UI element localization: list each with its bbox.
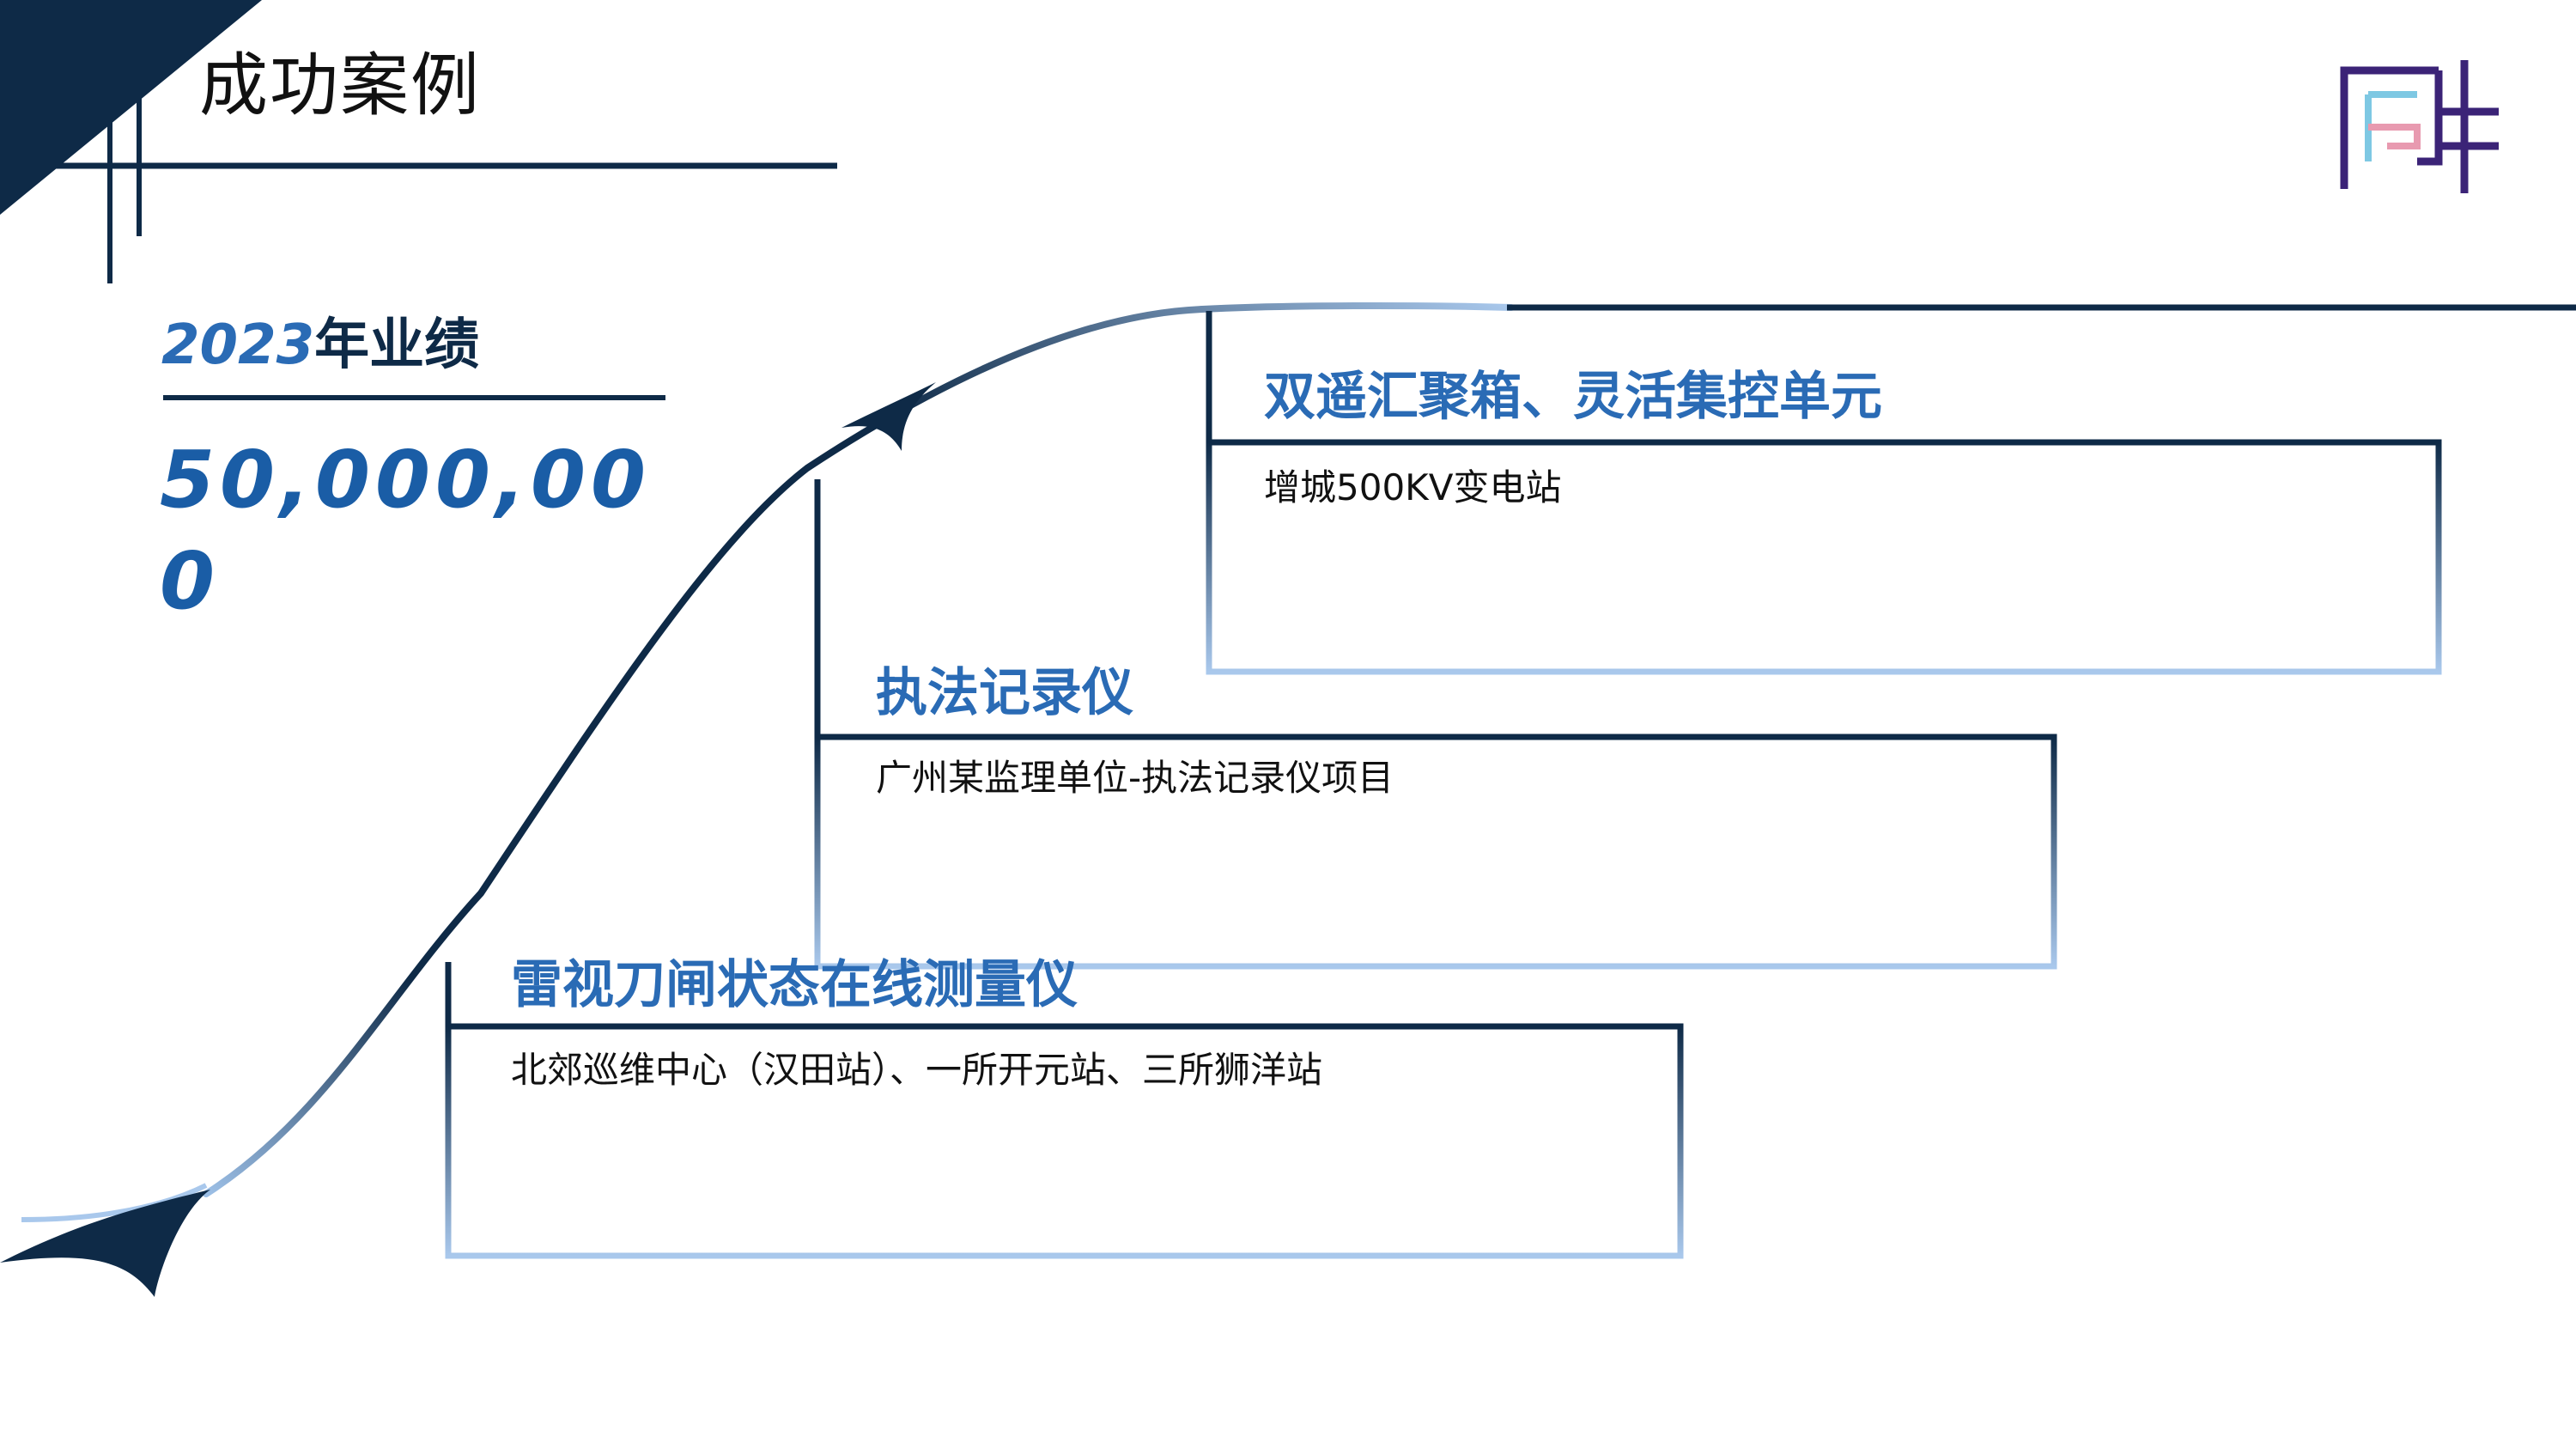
case-2-title: 执法记录仪	[876, 663, 1133, 723]
performance-value: 50,000,000	[160, 434, 651, 627]
performance-label: 2023年业绩	[161, 311, 479, 380]
company-logo-icon	[2340, 60, 2499, 193]
corner-triangle	[0, 0, 262, 215]
growth-curve	[203, 301, 1515, 1197]
case-1-title-text: 双遥汇聚箱、灵活集控单元	[1264, 367, 1882, 427]
case-1-title: 双遥汇聚箱、灵活集控单元	[1264, 365, 1882, 429]
case-3-description: 北郊巡维中心（汉田站）、一所开元站、三所狮洋站	[511, 1049, 1323, 1091]
performance-label-text: 年业绩	[314, 314, 480, 377]
performance-year: 2023	[161, 314, 315, 377]
case-1-description: 增城500KV变电站	[1264, 466, 1562, 508]
curve-tail	[21, 1183, 208, 1222]
case-2-description: 广州某监理单位-执法记录仪项目	[876, 757, 1394, 799]
case-3-title: 雷视刀闸状态在线测量仪	[511, 955, 1078, 1015]
growth-arrow-icon	[0, 1190, 210, 1297]
mid-arrow-icon	[841, 382, 936, 451]
page-title: 成功案例	[199, 46, 481, 125]
